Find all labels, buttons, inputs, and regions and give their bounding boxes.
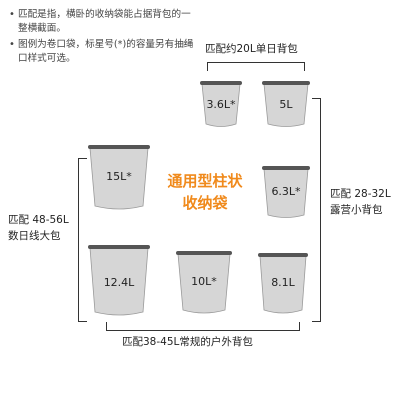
bag-label: 6.3L* xyxy=(271,185,301,198)
notes-block: • 匹配是指，横卧的收纳袋能占据背包的一整横截面。 • 图例为卷口袋，标星号(*… xyxy=(6,8,196,68)
bag-12-4l-icon xyxy=(88,245,150,316)
center-title-line2: 收纳袋 xyxy=(182,194,228,212)
note-text: 匹配是指，横卧的收纳袋能占据背包的一整横截面。 xyxy=(18,9,191,34)
left-label-line2: 数日线大包 xyxy=(8,230,61,242)
center-title-line1: 通用型柱状 xyxy=(167,172,243,190)
note-item: • 图例为卷口袋，标星号(*)的容量另有抽绳口样式可选。 xyxy=(6,38,196,66)
bag-5l-icon xyxy=(262,81,310,127)
left-bracket xyxy=(78,158,87,322)
bottom-bracket xyxy=(106,322,300,331)
right-label: 匹配 28-32L 露营小背包 xyxy=(330,186,391,218)
left-label-line1: 匹配 48-56L xyxy=(8,214,69,226)
bag-3-6l: 3.6L* xyxy=(200,78,242,130)
bag-label: 10L* xyxy=(191,275,217,288)
note-item: • 匹配是指，横卧的收纳袋能占据背包的一整横截面。 xyxy=(6,8,196,36)
bag-label: 15L* xyxy=(106,170,132,183)
center-title: 通用型柱状 收纳袋 xyxy=(163,170,247,214)
bottom-label: 匹配38-45L常规的户外背包 xyxy=(122,336,253,348)
bag-15l: 15L* xyxy=(88,142,150,212)
bag-12-4l: 12.4L xyxy=(88,242,150,318)
left-label: 匹配 48-56L 数日线大包 xyxy=(8,212,69,244)
bullet-icon: • xyxy=(9,39,15,50)
right-label-line2: 露营小背包 xyxy=(330,204,383,216)
top-bracket xyxy=(207,62,305,71)
bag-8-1l-icon xyxy=(258,253,308,314)
bag-6-3l-icon xyxy=(262,166,310,218)
bag-8-1l: 8.1L xyxy=(258,250,308,316)
bag-label: 8.1L xyxy=(271,276,295,289)
note-text: 图例为卷口袋，标星号(*)的容量另有抽绳口样式可选。 xyxy=(18,39,194,64)
bag-3-6l-icon xyxy=(200,81,242,127)
bullet-icon: • xyxy=(9,9,15,20)
bag-5l: 5L xyxy=(262,78,310,130)
bag-10l-icon xyxy=(176,251,232,314)
right-label-line1: 匹配 28-32L xyxy=(330,188,391,200)
bag-label: 5L xyxy=(279,98,293,111)
top-label: 匹配约20L单日背包 xyxy=(205,43,298,55)
bag-6-3l: 6.3L* xyxy=(262,163,310,221)
bag-10l: 10L* xyxy=(176,248,232,316)
right-bracket xyxy=(312,98,321,322)
bag-15l-icon xyxy=(88,145,150,210)
bag-label: 12.4L xyxy=(103,276,135,289)
bag-label: 3.6L* xyxy=(206,98,236,111)
